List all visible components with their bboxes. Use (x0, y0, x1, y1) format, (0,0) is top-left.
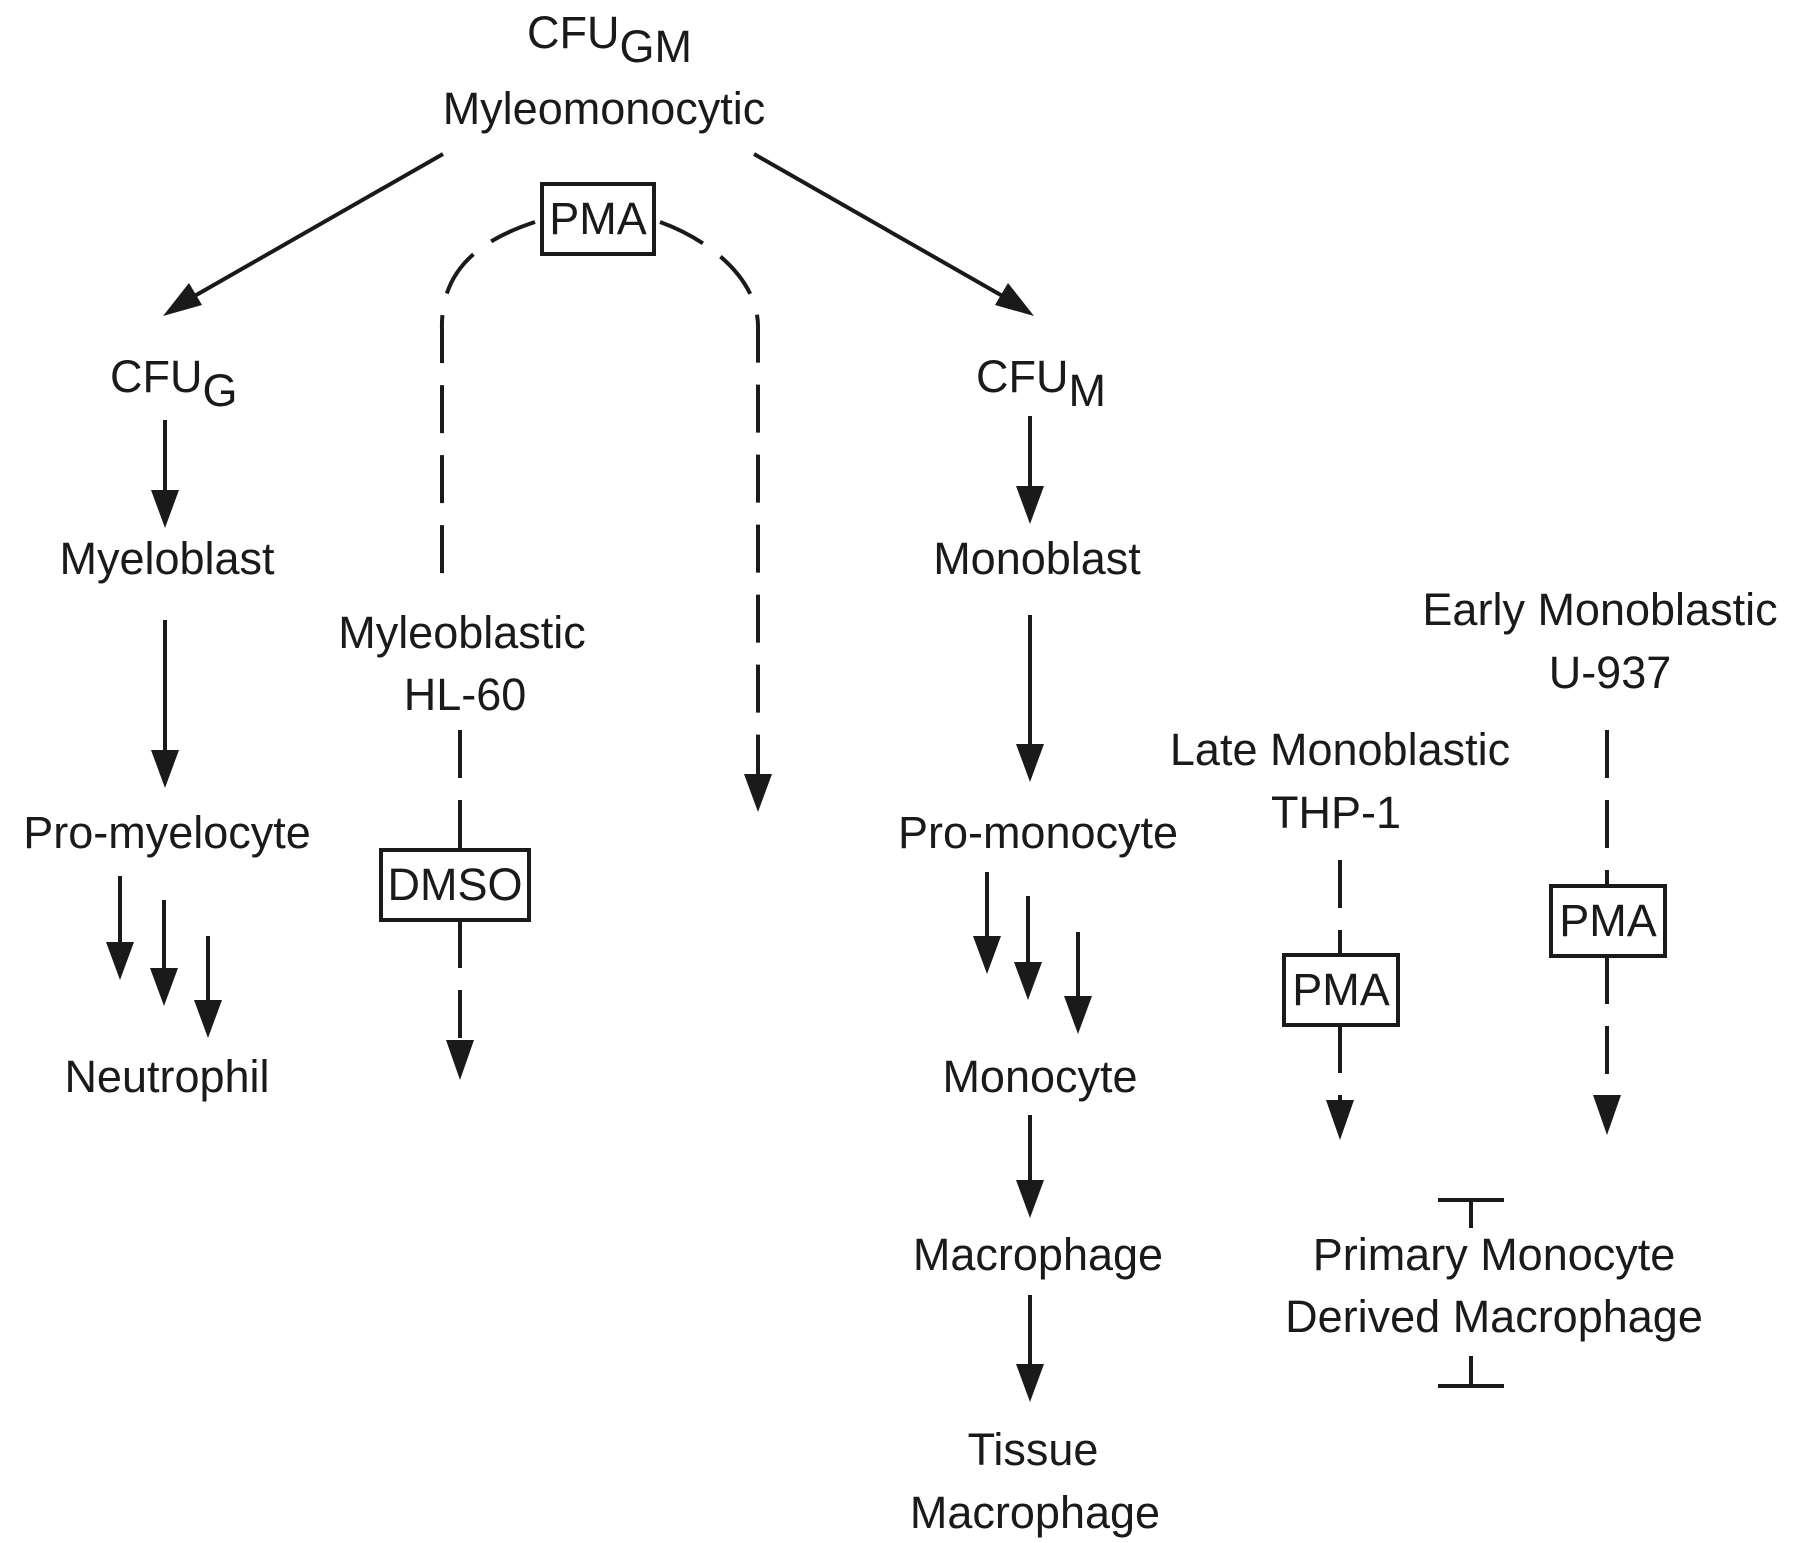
arrowhead-monocyte-to-macrophage (1016, 1180, 1044, 1218)
dashed-arc-pma-down (659, 220, 761, 780)
stage-tissue-macrophage: Macrophage (910, 1487, 1160, 1538)
arrow-root-to-cfu-m (753, 152, 1007, 300)
arrowhead-dmso-down (446, 1040, 474, 1080)
dmso-box (379, 848, 531, 922)
primary-label-line1: Primary Monocyte (1313, 1229, 1676, 1280)
u937-pma-box (1549, 884, 1667, 958)
root-title: CFUGM (527, 7, 692, 72)
arrowhead-promonocyte-to-monocyte-1 (973, 936, 1001, 974)
stage-macrophage: Macrophage (913, 1229, 1163, 1280)
thp1-label-line2: THP-1 (1271, 787, 1401, 838)
hl60-label-line2: HL-60 (404, 669, 527, 720)
arrowhead-myeloblast-to-promyelocyte (151, 750, 179, 788)
thp1-pma-label: PMA (1292, 964, 1390, 1015)
arrowhead-promyelocyte-to-neutrophil-3 (194, 1000, 222, 1038)
arrowhead-pma-down (744, 774, 772, 812)
u937-pma-label: PMA (1559, 895, 1657, 946)
arrowhead-promonocyte-to-monocyte-2 (1014, 962, 1042, 1000)
stage-tissue: Tissue (968, 1424, 1099, 1475)
dmso-label: DMSO (388, 859, 523, 910)
arrowhead-thp1-pma-down (1326, 1100, 1354, 1140)
u937-label-line2: U-937 (1549, 647, 1672, 698)
stage-pro-monocyte: Pro-monocyte (898, 807, 1178, 858)
stage-monocyte: Monocyte (942, 1051, 1137, 1102)
primary-label-line2: Derived Macrophage (1285, 1291, 1703, 1342)
arrowhead-macrophage-to-tissue (1016, 1364, 1044, 1402)
thp1-pma-box (1282, 953, 1400, 1027)
arrowhead-cfu-m-to-monoblast (1016, 486, 1044, 524)
arrowhead-root-to-cfu-m (995, 283, 1034, 316)
arrowhead-u937-pma-down (1593, 1095, 1621, 1135)
arrowhead-root-to-cfu-g (163, 283, 202, 316)
stage-monoblast: Monoblast (933, 533, 1141, 584)
stage-pro-myelocyte: Pro-myelocyte (23, 807, 311, 858)
stage-neutrophil: Neutrophil (64, 1051, 269, 1102)
cfu-g-title: CFUG (110, 351, 238, 416)
root-pma-box (540, 182, 656, 256)
arrowhead-monoblast-to-promonocyte (1016, 744, 1044, 782)
arrowhead-cfu-g-to-myeloblast (151, 490, 179, 528)
stage-myeloblast: Myeloblast (59, 533, 275, 584)
thp1-label-line1: Late Monoblastic (1170, 724, 1510, 775)
u937-label-line1: Early Monoblastic (1422, 584, 1777, 635)
arrowhead-promyelocyte-to-neutrophil-2 (150, 968, 178, 1006)
arrow-root-to-cfu-g (190, 152, 444, 300)
dashed-arc-hl60 (439, 220, 536, 580)
hl60-label-line1: Myleoblastic (338, 607, 586, 658)
root-label: Myleomonocytic (443, 83, 766, 134)
cfu-m-title: CFUM (976, 351, 1106, 416)
arrowhead-promonocyte-to-monocyte-3 (1064, 996, 1092, 1034)
arrowhead-promyelocyte-to-neutrophil-1 (106, 942, 134, 980)
root-pma-label: PMA (549, 193, 647, 244)
